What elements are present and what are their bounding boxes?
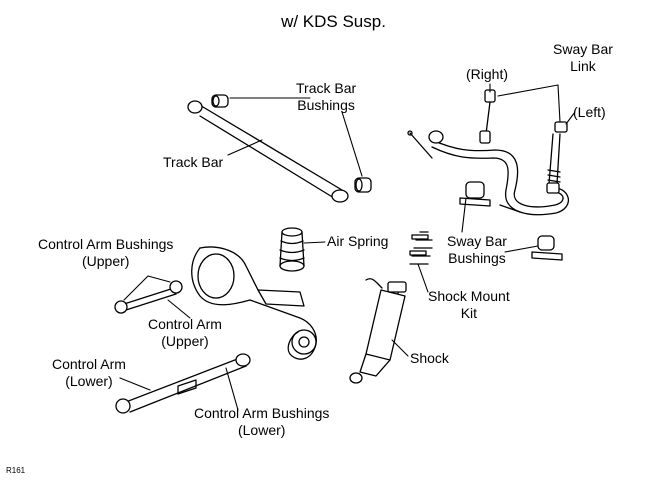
air-spring-part [279,227,305,272]
label-control-arm-lower: Control Arm(Lower) [52,356,126,389]
shock-mount-kit-part [409,231,433,265]
sway-bar-bushing-1 [459,181,491,207]
leader-lines [119,83,576,411]
sway-bar-link-left [546,121,568,194]
label-sway-bar-link-right: (Right) [466,66,509,82]
label-track-bar: Track Bar [163,154,224,170]
axle-housing-part [191,246,317,360]
label-shock: Shock [410,350,449,366]
track-bar-bushing-lower [354,177,372,193]
sway-bar-part [428,130,570,216]
label-control-arm-bushings-upper: Control Arm Bushings(Upper) [38,236,174,269]
track-bar-bushing-upper [211,94,229,108]
bolt-1 [409,132,433,159]
diagram-title: w/ KDS Susp. [281,12,386,31]
shock-part [349,278,407,384]
sway-bar-bushing-2 [531,235,563,261]
bolt-2 [499,204,521,213]
control-arm-upper-part [114,280,183,314]
label-control-arm-bushings-lower: Control Arm Bushings(Lower) [194,405,330,438]
control-arm-lower-part [115,353,251,414]
figure-code: R161 [6,466,26,475]
sway-bar-link-right [479,89,496,144]
label-air-spring: Air Spring [327,233,389,249]
label-sway-bar-link-left: (Left) [573,104,606,120]
label-control-arm-upper: Control Arm(Upper) [148,316,222,349]
track-bar-part [187,100,349,203]
